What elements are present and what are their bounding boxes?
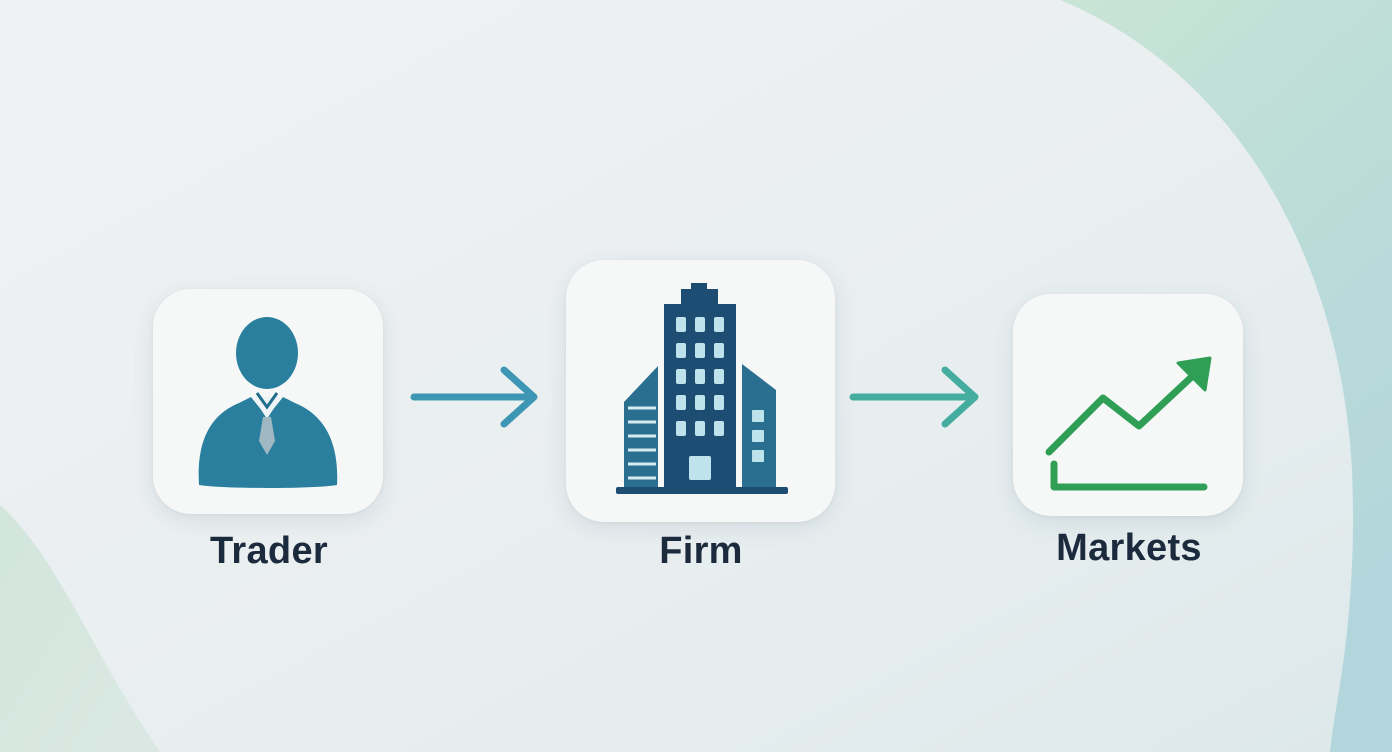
person-icon xyxy=(198,317,338,488)
arrow-right-icon xyxy=(849,366,979,428)
trader-card xyxy=(153,289,383,514)
office-building-icon xyxy=(616,283,788,494)
firm-card xyxy=(566,260,835,522)
trader-label: Trader xyxy=(210,530,328,572)
arrow-right-icon xyxy=(410,366,538,428)
markets-label: Markets xyxy=(1056,527,1202,569)
markets-card xyxy=(1013,294,1243,516)
trend-up-chart-icon xyxy=(1045,356,1212,491)
firm-label: Firm xyxy=(659,530,743,572)
